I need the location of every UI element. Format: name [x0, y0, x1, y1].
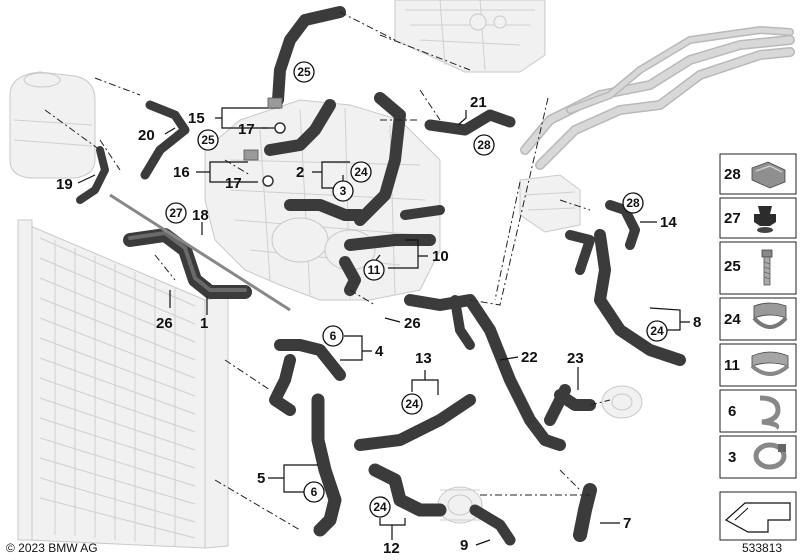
callout-24-mid: 24 — [405, 397, 419, 411]
callout-4: 4 — [375, 343, 384, 360]
direction-arrow-icon — [724, 502, 791, 533]
callout-13: 13 — [415, 350, 432, 367]
callout-17-top: 17 — [238, 121, 255, 138]
callout-28-top: 28 — [477, 138, 491, 152]
valve-block — [519, 174, 581, 233]
callout-6-lower: 6 — [311, 485, 318, 499]
callout-20: 20 — [138, 127, 155, 144]
callout-17-bottom: 17 — [225, 175, 242, 192]
coolant-pipes — [520, 25, 795, 170]
radiator — [17, 219, 229, 549]
callout-23: 23 — [567, 350, 584, 367]
callout-24-bottom: 24 — [373, 500, 387, 514]
callout-9: 9 — [460, 537, 468, 554]
callout-26-left: 26 — [156, 315, 173, 332]
legend-label-27: 27 — [724, 210, 741, 227]
callout-11: 11 — [368, 263, 381, 277]
callout-28-right: 28 — [626, 196, 640, 210]
circle-callouts: 25 25 28 24 3 28 27 11 24 6 24 6 24 — [165, 61, 668, 518]
bolt-25-icon — [761, 249, 773, 286]
legend-label-28: 28 — [724, 166, 741, 183]
callout-1: 1 — [200, 315, 208, 332]
legend-label-24: 24 — [724, 311, 741, 328]
callout-25-mid: 25 — [201, 133, 215, 147]
expansion-tank — [9, 71, 96, 179]
copyright-text: © 2023 BMW AG — [6, 541, 98, 555]
callout-7: 7 — [623, 515, 631, 532]
legend-label-25: 25 — [724, 258, 741, 275]
water-pump-right — [601, 385, 643, 419]
callout-25-top: 25 — [297, 65, 311, 79]
callout-24-right: 24 — [650, 324, 664, 338]
legend-label-6: 6 — [728, 403, 736, 420]
callout-12: 12 — [383, 540, 400, 557]
water-pump-bottom — [437, 486, 483, 524]
clip-6-icon — [759, 395, 781, 430]
callout-2: 2 — [296, 164, 304, 181]
legend-panel: 28 27 25 24 11 6 3 — [719, 153, 797, 541]
clip-28-icon — [751, 161, 786, 189]
callout-15: 15 — [188, 110, 205, 127]
clamp-11-icon — [750, 351, 790, 376]
callout-19: 19 — [56, 176, 73, 193]
callout-8: 8 — [693, 314, 701, 331]
clamp-3-icon — [753, 442, 787, 470]
callout-24-engine: 24 — [354, 165, 368, 179]
callout-10: 10 — [432, 248, 449, 265]
grommet-27-icon — [754, 206, 776, 233]
callout-21: 21 — [470, 94, 487, 111]
callout-5: 5 — [257, 470, 265, 487]
callout-3: 3 — [340, 184, 347, 198]
leader-lines — [77, 107, 690, 546]
legend-label-3: 3 — [728, 449, 736, 466]
callout-16: 16 — [173, 164, 190, 181]
hoses — [76, 6, 686, 546]
clamp-markers — [243, 97, 286, 187]
diagram-id: 533813 — [742, 541, 782, 555]
callout-26-right: 26 — [404, 315, 421, 332]
callout-22: 22 — [521, 349, 538, 366]
callout-18: 18 — [192, 207, 209, 224]
legend-label-11: 11 — [724, 357, 740, 374]
callout-14: 14 — [660, 214, 677, 231]
clamp-24-icon — [752, 302, 788, 329]
callout-27: 27 — [169, 206, 183, 220]
callout-6-upper: 6 — [330, 329, 337, 343]
electronics-box — [394, 0, 546, 73]
